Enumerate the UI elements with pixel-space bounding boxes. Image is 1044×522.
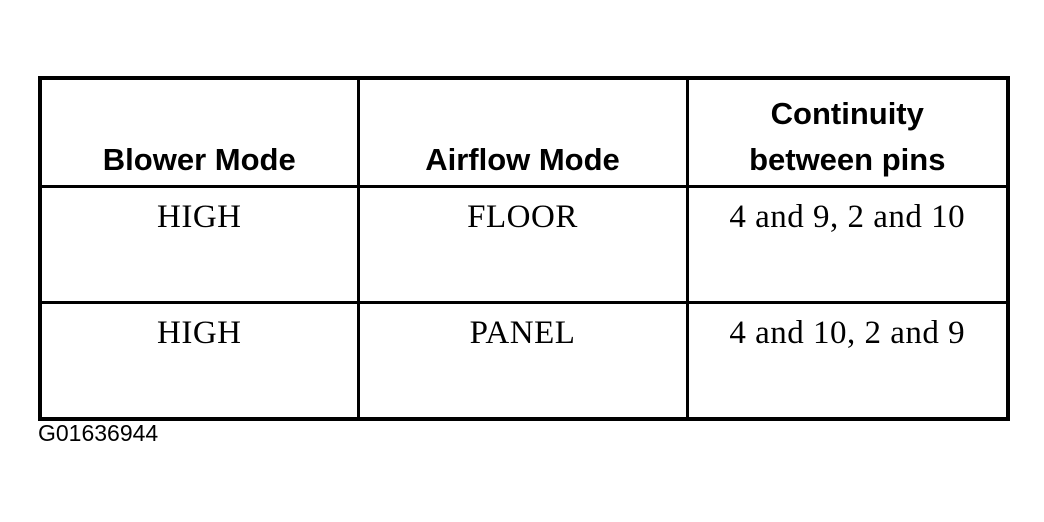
continuity-table: Blower Mode Airflow Mode Continuity betw… xyxy=(38,76,1010,421)
table-header: Blower Mode Airflow Mode Continuity betw… xyxy=(40,78,1008,188)
table-body: HIGH FLOOR 4 and 9, 2 and 10 HIGH PANEL … xyxy=(40,186,1008,419)
cell-blower-mode: HIGH xyxy=(157,315,242,351)
cell-blower-mode: HIGH xyxy=(40,186,358,304)
column-header-continuity-line-2: between pins xyxy=(749,142,946,177)
cell-airflow-mode: PANEL xyxy=(356,302,687,419)
column-header-continuity: Continuity between pins xyxy=(685,78,1008,188)
table-row: HIGH FLOOR 4 and 9, 2 and 10 xyxy=(40,186,1008,304)
column-header-continuity-line-1: Continuity xyxy=(770,96,924,131)
table-row: HIGH PANEL 4 and 10, 2 and 9 xyxy=(40,302,1008,419)
cell-continuity: 4 and 10, 2 and 9 xyxy=(685,302,1008,419)
cell-continuity: 4 and 9, 2 and 10 xyxy=(685,186,1008,304)
column-header-airflow-mode: Airflow Mode xyxy=(356,78,687,188)
table-header-row: Blower Mode Airflow Mode Continuity betw… xyxy=(40,78,1008,188)
cell-airflow-mode: FLOOR xyxy=(356,186,687,304)
column-header-blower-mode: Blower Mode xyxy=(40,78,358,188)
figure-caption: G01636944 xyxy=(38,420,159,446)
